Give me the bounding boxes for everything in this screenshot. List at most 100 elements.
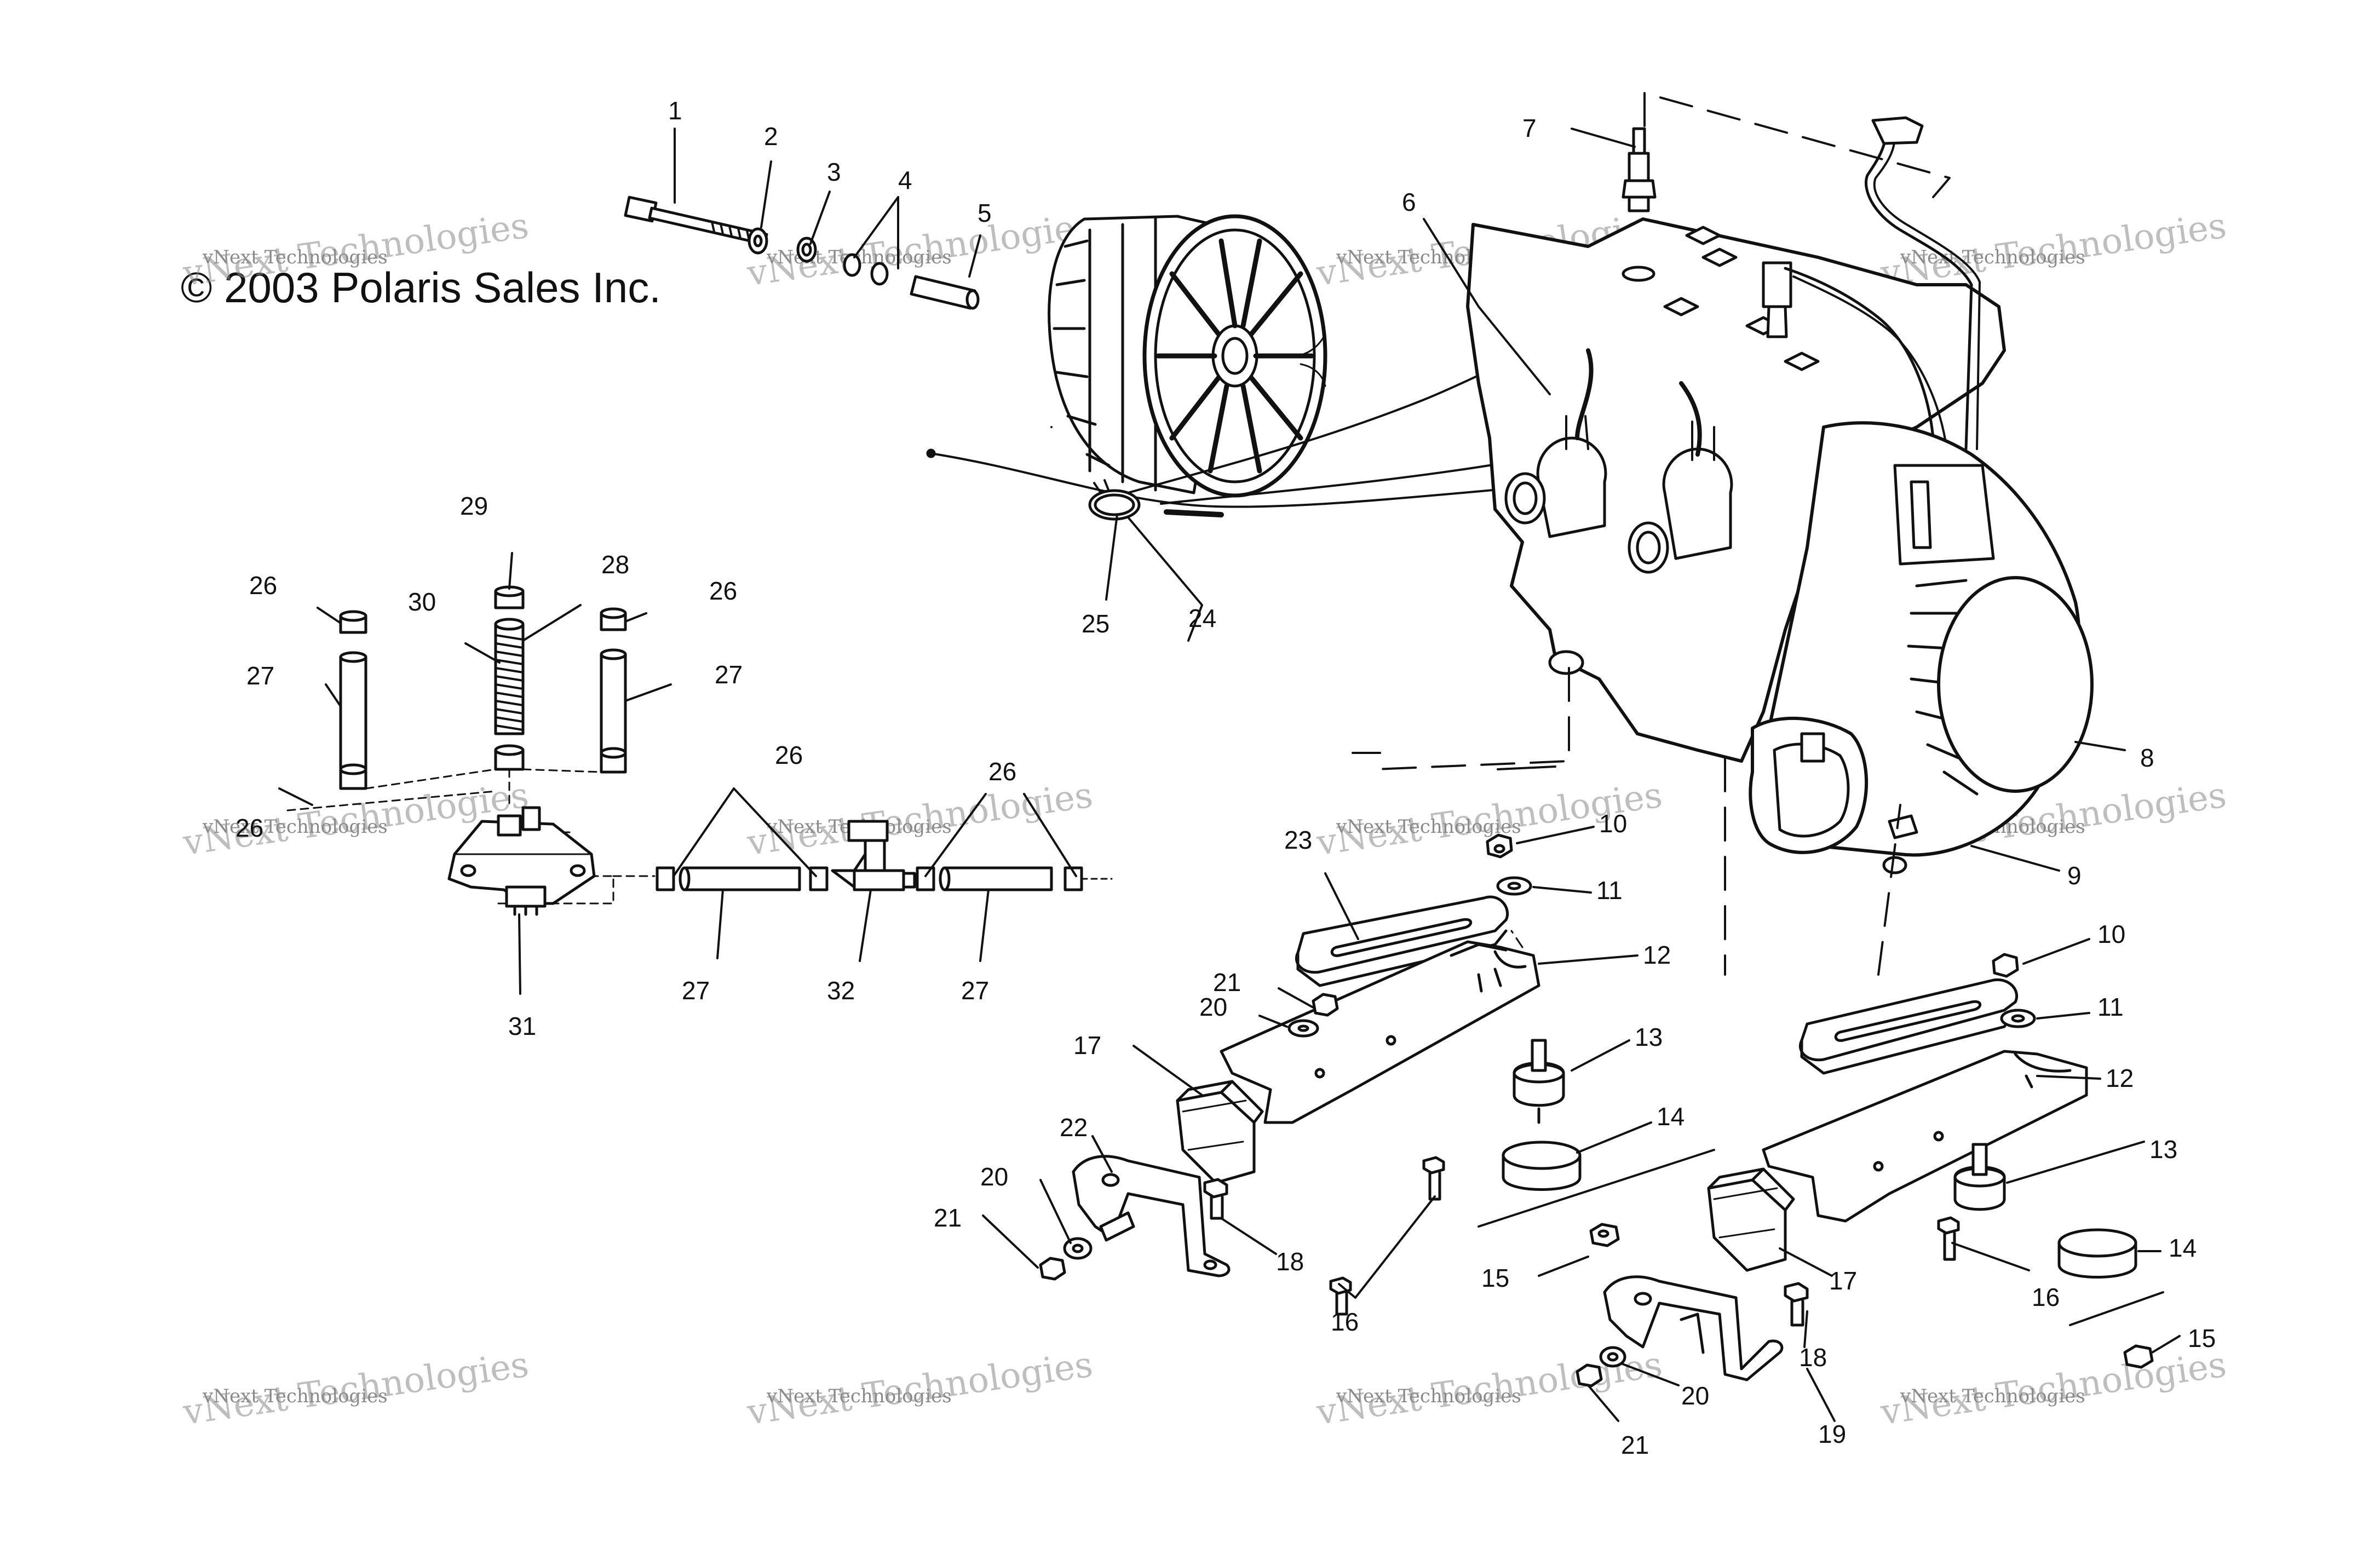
clamp-29 (494, 585, 525, 609)
callout-8: 8 (2140, 744, 2154, 772)
rear-bracket-22 (1072, 1155, 1231, 1277)
watermark: vNext Technologies vNext Technologies (181, 1345, 531, 1433)
washer-20b (1063, 1237, 1093, 1260)
drive-clutch (1048, 214, 1327, 498)
hose-27-left (339, 651, 367, 774)
bolt-18b (1784, 1282, 1809, 1327)
clamp-26-top-left (339, 610, 367, 634)
callout-15: 15 (2188, 1324, 2216, 1352)
callout-18: 18 (1276, 1247, 1304, 1276)
callout-21: 21 (1621, 1431, 1649, 1459)
assembly-line (2069, 1291, 2164, 1326)
watermark-small: vNext Technologies (1336, 1385, 1521, 1407)
callout-26: 26 (775, 741, 803, 769)
watermark-small: vNext Technologies (767, 1385, 952, 1407)
watermark-small: vNext Technologies (203, 1385, 388, 1407)
callout-20: 20 (1681, 1381, 1709, 1410)
callout-27: 27 (246, 661, 274, 690)
watermark-small: vNext Technologies (203, 816, 388, 838)
pad-14a (1502, 1141, 1582, 1191)
callout-14: 14 (2169, 1234, 2197, 1262)
nut-15a (1589, 1223, 1620, 1247)
nut-21b (1039, 1257, 1066, 1281)
callout-26: 26 (988, 757, 1016, 786)
callout-10: 10 (1599, 809, 1627, 838)
washer-20a (1287, 1019, 1319, 1038)
bolt-1 (624, 195, 768, 246)
mount-plate-23 (1295, 895, 1509, 987)
leader-lines (278, 128, 2181, 1422)
nut-10b (1992, 953, 2019, 978)
callout-4: 4 (898, 166, 912, 194)
callout-12: 12 (1643, 941, 1671, 969)
callout-12: 12 (2106, 1064, 2134, 1092)
callout-21: 21 (934, 1204, 962, 1232)
fuel-line-right (916, 866, 1113, 891)
callout-17: 17 (1829, 1266, 1857, 1295)
callout-7: 7 (1522, 114, 1537, 142)
callout-9: 9 (2067, 861, 2082, 890)
callout-2: 2 (764, 122, 778, 151)
copyright-notice: © 2003 Polaris Sales Inc. (181, 263, 661, 312)
bolt-18a (1203, 1178, 1228, 1220)
watermark: vNext Technologies vNext Technologies (1314, 775, 1665, 864)
rubber-mount-13b (1953, 1143, 2006, 1211)
clamp-26-top-right (600, 607, 627, 631)
engine-bracket-12a (1220, 930, 1540, 1124)
watermark: vNext Technologies vNext Technologies (1878, 206, 2229, 295)
spark-plug-7 (1622, 127, 1657, 282)
clamp-26-bottom-left (339, 763, 367, 790)
callout-15: 15 (1481, 1264, 1509, 1292)
callout-25: 25 (1082, 609, 1109, 638)
callout-26: 26 (249, 571, 277, 600)
callout-13: 13 (2149, 1135, 2177, 1164)
bolt-16b (1937, 1216, 1960, 1261)
watermark-small: vNext Technologies (1336, 816, 1521, 838)
callout-1: 1 (668, 96, 682, 125)
spacer-5 (910, 275, 980, 310)
callout-13: 13 (1635, 1023, 1663, 1051)
callout-11: 11 (2097, 993, 2124, 1021)
lock-washer-3 (796, 237, 817, 263)
watermark: vNext Technologies vNext Technologies (1878, 1345, 2229, 1433)
hose-27-right (600, 648, 627, 760)
callout-16: 16 (2032, 1283, 2060, 1311)
callout-3: 3 (827, 158, 841, 186)
callout-10: 10 (2097, 920, 2125, 948)
callout-18: 18 (1799, 1343, 1827, 1372)
engine-bracket-12b (1762, 1050, 2088, 1223)
callout-29: 29 (460, 492, 488, 520)
callout-32: 32 (827, 976, 855, 1005)
tee-fitting-32 (831, 820, 916, 891)
callout-5: 5 (978, 199, 992, 227)
watermark: vNext Technologies vNext Technologies (1314, 1345, 1665, 1433)
fuel-line-left (656, 866, 829, 891)
callout-21: 21 (1213, 968, 1241, 997)
callout-20: 20 (980, 1162, 1008, 1191)
nut-10a (1486, 833, 1513, 859)
engine-assembly (1466, 116, 2094, 874)
washers-4 (843, 253, 889, 286)
hose-clamp-25 (1088, 479, 1141, 521)
washer-2 (748, 227, 768, 255)
callout-6: 6 (1402, 188, 1416, 216)
callout-24: 24 (1188, 604, 1216, 632)
callout-20: 20 (1199, 993, 1227, 1021)
watermark-small: vNext Technologies (1900, 246, 2085, 268)
watermark: vNext Technologies vNext Technologies (181, 206, 531, 295)
clamp-26-bottom-right (600, 747, 627, 774)
callout-27: 27 (961, 976, 989, 1005)
watermark-small: vNext Technologies (203, 246, 388, 268)
washer-11a (1496, 876, 1532, 896)
callout-numbers: 1 2 3 4 5 6 7 8 9 10 11 12 13 14 15 16 1… (235, 96, 2216, 1459)
fuel-pump-31 (447, 806, 596, 916)
callout-19: 19 (1818, 1420, 1846, 1448)
callout-31: 31 (508, 1012, 536, 1040)
callout-16: 16 (1331, 1308, 1359, 1336)
clamp-28 (494, 744, 525, 771)
nut-21a (1312, 993, 1339, 1017)
nut-15b (2123, 1344, 2154, 1369)
watermark-small: vNext Technologies (1900, 1385, 2085, 1407)
assembly-line (1478, 1149, 1715, 1228)
